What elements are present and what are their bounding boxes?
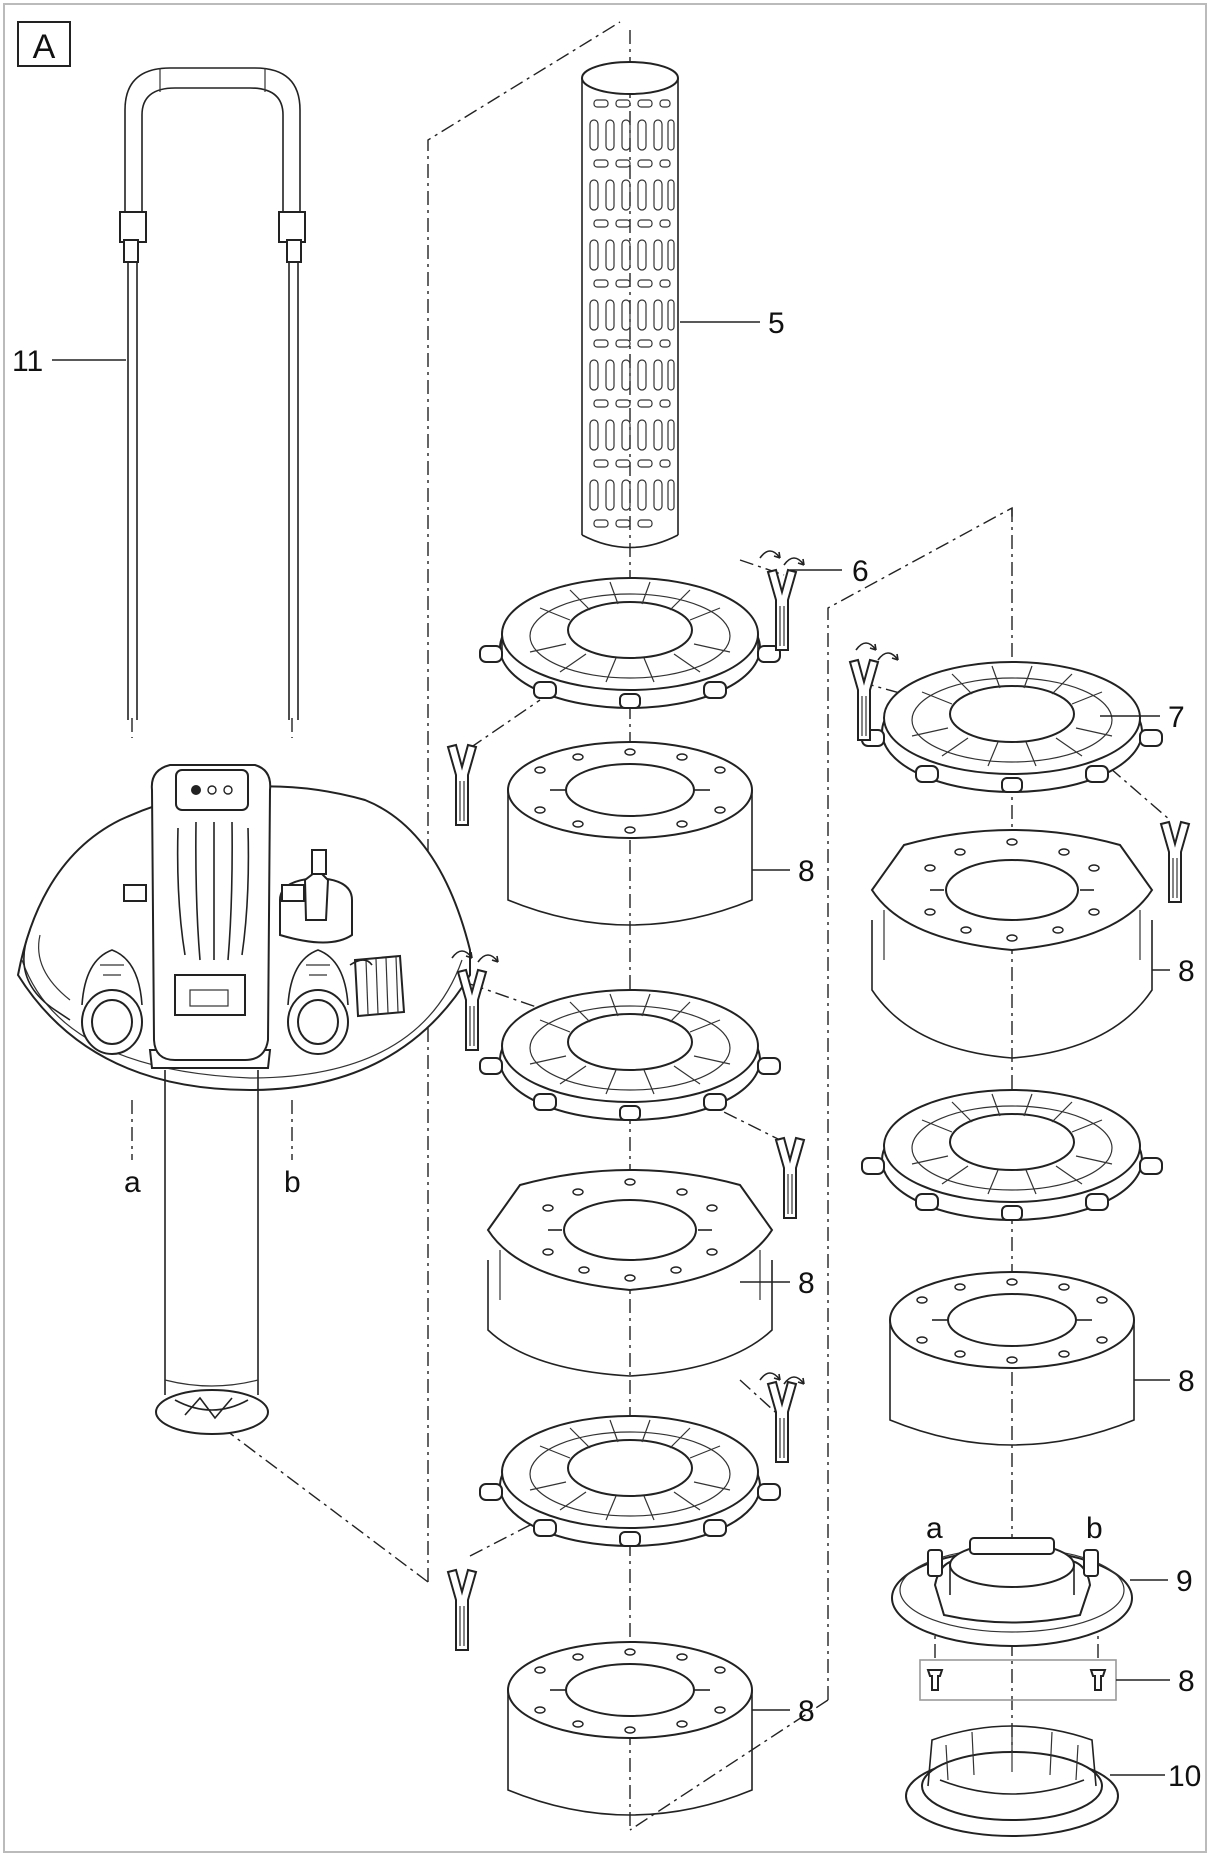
callout-8-c: 8 [798,1267,815,1300]
screws-group [919,1659,1117,1701]
connection-label-a-head: a [124,1166,141,1199]
carrying-handle [119,67,306,720]
foam-block-4 [870,829,1154,1059]
panel-label: A [33,28,56,66]
callout-6: 6 [852,555,869,588]
foam-cylinder-3 [507,1641,753,1816]
vent-valve [279,849,353,944]
callout-8-d: 8 [1178,1365,1195,1398]
callout-8-b: 8 [1178,955,1195,988]
connection-label-b-head: b [284,1166,301,1199]
callout-11: 11 [12,345,43,378]
panel-label-box: A [17,21,71,67]
inlet-fitting-left [81,949,143,1055]
foam-cylinder-5 [889,1271,1135,1446]
callout-8-a: 8 [798,855,815,888]
connection-label-a-base: a [926,1512,943,1545]
spider-ring-2 [479,989,781,1121]
figure-frame [3,3,1207,1853]
leader-lines [52,321,1170,1776]
callout-10: 10 [1168,1760,1201,1793]
callout-9: 9 [1176,1565,1193,1598]
callout-5: 5 [768,307,785,340]
spider-ring-1 [479,577,781,709]
lower-tube [155,1070,269,1435]
filter-housing-assembly [16,67,471,1435]
spider-ring-5 [861,1089,1163,1221]
spider-ring-4 [861,661,1163,793]
foam-block-2 [486,1169,774,1377]
inlet-fitting-right [287,949,349,1055]
base-plate [891,1537,1133,1647]
perforated-filter-tube [581,61,679,549]
control-unit-body [150,764,272,1061]
bottom-ring [905,1725,1119,1837]
callouts: 11 5 6 7 8 8 8 8 8 8 9 10 [12,307,1201,1793]
connection-labels: a b a b [124,1166,1103,1545]
hose-connector [349,954,406,1018]
callout-7: 7 [1168,701,1185,734]
foam-cylinder-1 [507,741,753,926]
callout-8-f: 8 [798,1695,815,1728]
callout-8-e: 8 [1178,1665,1195,1698]
connection-label-b-base: b [1086,1512,1103,1545]
spider-ring-3 [479,1415,781,1547]
